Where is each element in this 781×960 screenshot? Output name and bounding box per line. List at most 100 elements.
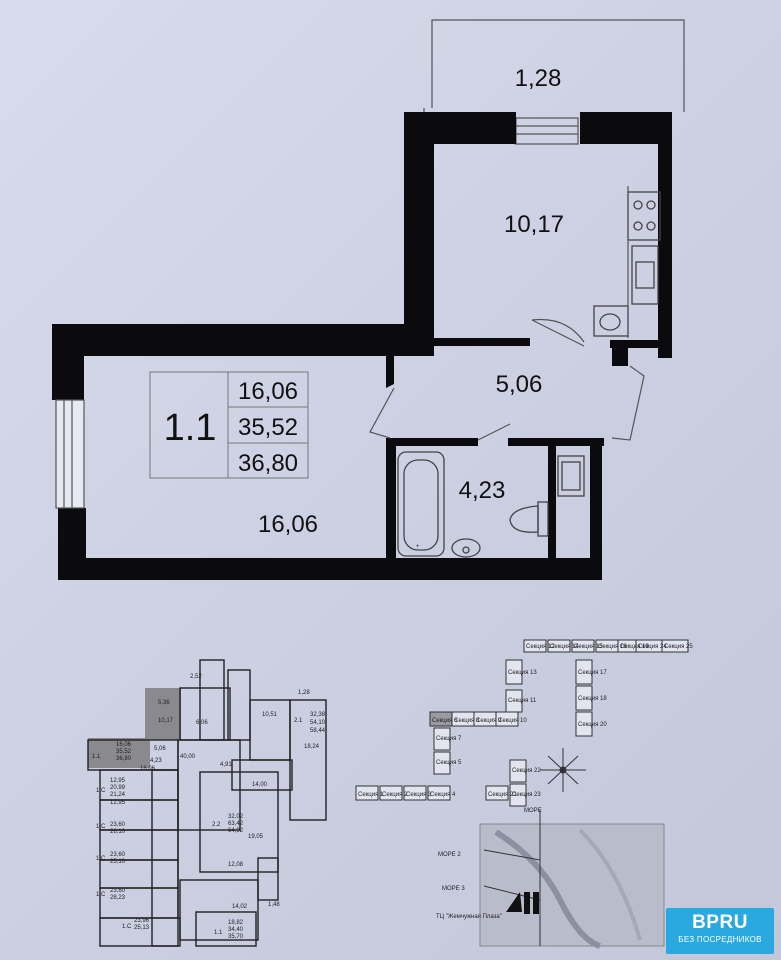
svg-text:26,10: 26,10 [110,829,126,835]
svg-text:18,24: 18,24 [304,744,320,750]
total-area-value: 35,52 [238,414,298,441]
svg-text:12,95: 12,95 [110,778,126,784]
apartment-type: 1.1 [164,407,217,449]
info-box [149,371,309,479]
map-label-mall: ТЦ "Жемчужная Плаза" [436,914,502,920]
svg-text:2,52: 2,52 [190,674,202,680]
svg-text:64,92: 64,92 [228,828,244,834]
svg-text:Секция 18: Секция 18 [578,696,607,702]
svg-text:Секция 16: Секция 16 [598,644,627,650]
svg-text:25,10: 25,10 [110,859,126,865]
floor-plan-labels: 2,52 5,36 1,28 10,17 6,06 10,51 2.1 32,3… [92,674,326,940]
svg-text:Секция 5: Секция 5 [436,760,462,766]
wall-kitchen-left [404,112,434,356]
svg-text:23,96: 23,96 [134,918,150,924]
site-plan [355,639,689,807]
wall-hall-left [386,356,394,388]
toilet [509,505,539,533]
svg-text:Секция 1: Секция 1 [358,792,384,798]
svg-text:Секция 15: Секция 15 [574,644,603,650]
svg-text:20,99: 20,99 [110,785,126,791]
svg-text:Секция 17: Секция 17 [578,670,607,676]
balcony-door [515,117,579,145]
svg-text:40,00: 40,00 [180,754,196,760]
svg-text:23,60: 23,60 [110,822,126,828]
svg-text:21,24: 21,24 [110,792,126,798]
svg-text:Секция 4: Секция 4 [430,792,456,798]
wall-living-left-upper [52,324,84,400]
wall-kitchen-right [658,112,672,358]
svg-text:18,82: 18,82 [228,920,244,926]
svg-text:1.C: 1.C [96,788,106,794]
svg-text:19,05: 19,05 [248,834,264,840]
svg-text:23,60: 23,60 [110,852,126,858]
bath-sink [451,538,481,558]
wall-bottom [58,558,598,580]
map-label-sea2: МОРЕ 2 [438,852,461,858]
svg-text:Секция 23: Секция 23 [512,792,541,798]
svg-text:36,80: 36,80 [116,756,132,762]
svg-text:16,06: 16,06 [140,766,156,772]
compass-icon [540,748,586,792]
svg-text:5,36: 5,36 [158,700,170,706]
fridge [631,245,659,305]
balcony-area: 1,28 [515,65,562,92]
washing-machine [557,455,585,497]
svg-text:14,02: 14,02 [232,904,248,910]
area-with-balcony-value: 36,80 [238,450,298,477]
svg-text:Секция 9: Секция 9 [476,718,502,724]
location-map [479,810,665,949]
svg-text:34,40: 34,40 [228,927,244,933]
svg-text:32,02: 32,02 [228,814,244,820]
svg-text:12,08: 12,08 [228,862,244,868]
wall-hall-top [430,338,530,346]
wall-right-lower [590,438,602,580]
svg-text:Секция 2: Секция 2 [382,792,408,798]
bathroom-area: 4,23 [459,477,506,504]
kitchen-door [531,319,585,347]
svg-text:2.2: 2.2 [212,822,221,828]
svg-text:Секция 25: Секция 25 [664,644,693,650]
living-area-value: 16,06 [238,378,298,405]
svg-text:14,00: 14,00 [252,782,268,788]
svg-text:23,60: 23,60 [110,888,126,894]
wall-bath-right [548,440,556,560]
svg-text:Секция 14: Секция 14 [550,644,579,650]
svg-text:Секция 10: Секция 10 [498,718,527,724]
svg-text:1.C: 1.C [96,892,106,898]
wall-bath-left [386,440,396,560]
svg-text:Секция 6: Секция 6 [432,718,458,724]
svg-text:1,48: 1,48 [268,902,280,908]
wall-living-top [52,324,434,356]
svg-text:+: + [416,544,420,550]
bath-door [477,423,511,441]
svg-text:6,06: 6,06 [196,720,208,726]
bathtub [397,451,445,557]
svg-text:28,23: 28,23 [110,895,126,901]
map-label-sea3: МОРЕ 3 [442,886,465,892]
svg-text:Секция 8: Секция 8 [454,718,480,724]
bpru-badge[interactable]: BPRU БЕЗ ПОСРЕДНИКОВ [666,908,774,954]
living-window [55,399,85,509]
svg-text:1.C: 1.C [96,824,106,830]
svg-text:4,23: 4,23 [150,758,162,764]
svg-text:Секция 13: Секция 13 [508,670,537,676]
svg-text:1,28: 1,28 [298,690,310,696]
svg-text:Секция 21: Секция 21 [488,792,517,798]
kitchen-area: 10,17 [504,211,564,238]
svg-text:1.C: 1.C [122,924,132,930]
living-room-area: 16,06 [258,511,318,538]
svg-text:1.C: 1.C [96,856,106,862]
highlight-balcony-kitchen [145,688,181,740]
svg-text:5,06: 5,06 [154,746,166,752]
wall-right-pillar [612,346,628,366]
wall-kitchen-top-right [580,112,670,144]
svg-text:Секция 20: Секция 20 [578,722,607,728]
badge-logo: BPRU [692,912,748,933]
svg-text:1.1: 1.1 [92,754,101,760]
wall-bath-top-left [386,438,478,446]
svg-text:1.1: 1.1 [214,930,223,936]
svg-text:Секция 11: Секция 11 [508,698,537,704]
svg-text:63,42: 63,42 [228,821,244,827]
